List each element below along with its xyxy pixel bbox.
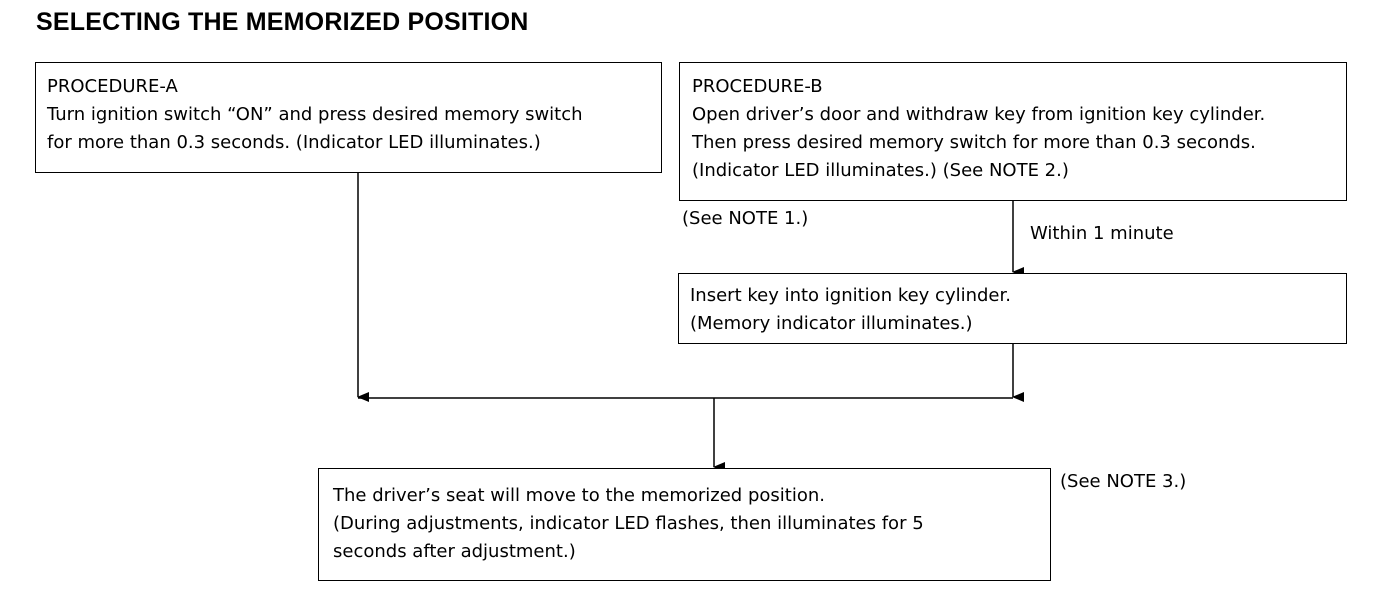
insert-key-line: Insert key into ignition key cylinder. — [690, 285, 1011, 306]
within-1-minute-label: Within 1 minute — [1030, 223, 1174, 244]
procedure-b-line: Open driver’s door and withdraw key from… — [692, 104, 1266, 125]
page-title: SELECTING THE MEMORIZED POSITION — [36, 8, 529, 36]
insert-key-box: Insert key into ignition key cylinder. (… — [678, 273, 1347, 344]
procedure-b-line: Then press desired memory switch for mor… — [692, 132, 1256, 153]
procedure-a-line: Turn ignition switch “ON” and press desi… — [47, 104, 583, 125]
result-line: (During adjustments, indicator LED flash… — [333, 513, 924, 534]
procedure-b-box: PROCEDURE-B Open driver’s door and withd… — [679, 62, 1347, 201]
result-box: The driver’s seat will move to the memor… — [318, 468, 1051, 581]
note-1-label: (See NOTE 1.) — [682, 208, 809, 229]
procedure-b-heading: PROCEDURE-B — [692, 76, 823, 97]
procedure-b-line: (Indicator LED illuminates.) (See NOTE 2… — [692, 160, 1069, 181]
result-line: The driver’s seat will move to the memor… — [333, 485, 825, 506]
result-line: seconds after adjustment.) — [333, 541, 576, 562]
insert-key-line: (Memory indicator illuminates.) — [690, 313, 973, 334]
note-3-label: (See NOTE 3.) — [1060, 471, 1187, 492]
procedure-a-line: for more than 0.3 seconds. (Indicator LE… — [47, 132, 541, 153]
procedure-a-heading: PROCEDURE-A — [47, 76, 178, 97]
procedure-a-box: PROCEDURE-A Turn ignition switch “ON” an… — [35, 62, 662, 173]
